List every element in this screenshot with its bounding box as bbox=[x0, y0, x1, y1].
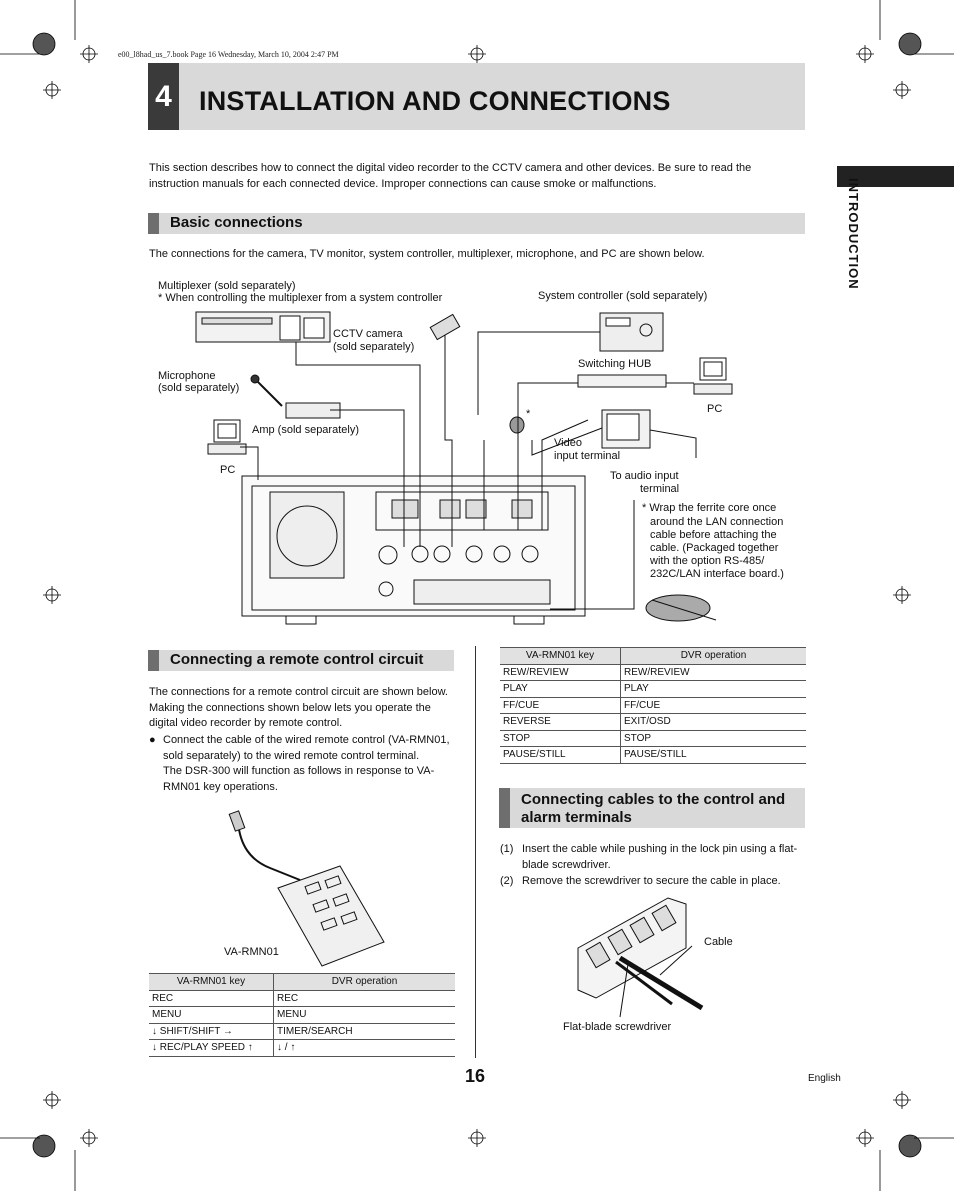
cell-key: REC bbox=[149, 990, 274, 1007]
label-video-input: Video bbox=[554, 437, 582, 449]
cell-key: ↓ SHIFT/SHIFT → bbox=[149, 1023, 274, 1040]
cell-key: REVERSE bbox=[500, 713, 621, 731]
intro-paragraph: This section describes how to connect th… bbox=[149, 162, 752, 190]
side-tab-bar bbox=[837, 166, 954, 187]
label-cctv-camera-sold: (sold separately) bbox=[333, 341, 415, 353]
step-1-number: (1) bbox=[500, 843, 514, 855]
ferrite-note-4: cable. (Packaged together bbox=[650, 542, 779, 554]
cell-operation: MENU bbox=[273, 1006, 455, 1024]
step-2-number: (2) bbox=[500, 875, 514, 887]
print-line: e00_l8had_us_7.book Page 16 Wednesday, M… bbox=[118, 50, 339, 59]
step-2-text: Remove the screwdriver to secure the cab… bbox=[522, 875, 781, 887]
label-asterisk: * bbox=[526, 408, 531, 420]
section-heading: Basic connections bbox=[170, 214, 303, 231]
label-screwdriver: Flat-blade screwdriver bbox=[563, 1021, 672, 1033]
page-number: 16 bbox=[465, 1066, 486, 1086]
label-microphone: Microphone bbox=[158, 370, 216, 382]
label-audio-input: To audio input bbox=[610, 470, 679, 482]
remote-bullet-text-2: The DSR-300 will function as follows in … bbox=[163, 765, 435, 793]
table-header-key: VA-RMN01 key bbox=[149, 973, 274, 991]
step-1-text: Insert the cable while pushing in the lo… bbox=[522, 843, 798, 871]
label-microphone-sold: (sold separately) bbox=[158, 382, 240, 394]
cell-key: REW/REVIEW bbox=[500, 664, 621, 681]
ferrite-note-1: * Wrap the ferrite core once bbox=[642, 502, 777, 514]
chapter-title: INSTALLATION AND CONNECTIONS bbox=[199, 86, 671, 116]
ferrite-note-2: around the LAN connection bbox=[650, 516, 784, 528]
label-multiplexer: Multiplexer (sold separately) bbox=[158, 280, 296, 292]
label-system-controller: System controller (sold separately) bbox=[538, 290, 708, 302]
label-multiplexer-note: * When controlling the multiplexer from … bbox=[158, 292, 443, 304]
cell-key: STOP bbox=[500, 730, 621, 747]
cell-operation: EXIT/OSD bbox=[620, 713, 806, 731]
label-cctv-camera: CCTV camera bbox=[333, 328, 403, 340]
table-row: ↓ SHIFT/SHIFT →TIMER/SEARCH bbox=[149, 1023, 455, 1040]
label-amp: Amp (sold separately) bbox=[252, 424, 359, 436]
label-audio-input-terminal: terminal bbox=[640, 483, 680, 495]
label-pc-left: PC bbox=[220, 464, 236, 476]
section-remote-control: Connecting a remote control circuit bbox=[148, 650, 454, 671]
basic-connections-text: The connections for the camera, TV monit… bbox=[149, 248, 705, 260]
section-heading: Connecting a remote control circuit bbox=[170, 651, 424, 668]
table-header-row: VA-RMN01 key DVR operation bbox=[500, 647, 806, 665]
chapter-number: 4 bbox=[148, 63, 179, 130]
cell-key: ↓ REC/PLAY SPEED ↑ bbox=[149, 1039, 274, 1057]
label-va-rmn01: VA-RMN01 bbox=[224, 946, 279, 958]
table-header-key: VA-RMN01 key bbox=[500, 647, 621, 665]
section-heading-line1: Connecting cables to the control and bbox=[521, 791, 786, 808]
table-row: ↓ REC/PLAY SPEED ↑↓ / ↑ bbox=[149, 1039, 455, 1057]
ferrite-note-3: cable before attaching the bbox=[650, 529, 777, 541]
label-pc-right: PC bbox=[707, 403, 723, 415]
cell-operation: FF/CUE bbox=[620, 697, 806, 714]
cell-key: MENU bbox=[149, 1006, 274, 1024]
section-basic-connections: Basic connections bbox=[148, 213, 805, 234]
section-heading-line2: alarm terminals bbox=[521, 809, 632, 826]
cell-key: PLAY bbox=[500, 680, 621, 698]
cell-operation: ↓ / ↑ bbox=[273, 1039, 455, 1057]
column-divider bbox=[475, 646, 476, 1058]
chapter-header bbox=[148, 63, 805, 130]
label-cable: Cable bbox=[704, 936, 733, 948]
side-tab-label: INTRODUCTION bbox=[846, 178, 861, 290]
cell-operation: REW/REVIEW bbox=[620, 664, 806, 681]
remote-bullet: ● Connect the cable of the wired remote … bbox=[149, 733, 454, 795]
label-switching-hub: Switching HUB bbox=[578, 358, 652, 370]
cell-operation: REC bbox=[273, 990, 455, 1007]
ferrite-note-6: 232C/LAN interface board.) bbox=[650, 568, 784, 580]
language-label: English bbox=[808, 1073, 841, 1084]
table-header-row: VA-RMN01 key DVR operation bbox=[149, 973, 455, 991]
table-header-operation: DVR operation bbox=[273, 973, 455, 991]
section-control-alarm: Connecting cables to the control and ala… bbox=[499, 788, 805, 828]
remote-bullet-text: Connect the cable of the wired remote co… bbox=[163, 734, 450, 762]
cell-operation: STOP bbox=[620, 730, 806, 747]
bullet-dot-icon: ● bbox=[149, 734, 156, 746]
label-video-input-terminal: input terminal bbox=[554, 450, 621, 462]
ferrite-note-5: with the option RS-485/ bbox=[650, 555, 765, 567]
cell-key: PAUSE/STILL bbox=[500, 746, 621, 764]
cell-operation: TIMER/SEARCH bbox=[273, 1023, 455, 1040]
cell-operation: PLAY bbox=[620, 680, 806, 698]
remote-paragraph: The connections for a remote control cir… bbox=[149, 686, 448, 730]
cell-key: FF/CUE bbox=[500, 697, 621, 714]
cell-operation: PAUSE/STILL bbox=[620, 746, 806, 764]
table-header-operation: DVR operation bbox=[620, 647, 806, 665]
